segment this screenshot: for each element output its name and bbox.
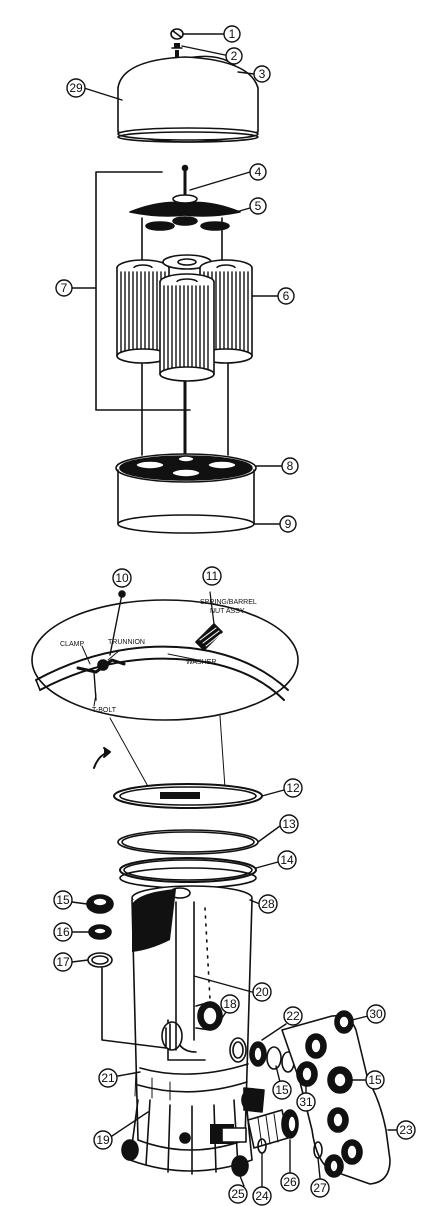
callout-29: 29 <box>66 78 86 98</box>
callout-23: 23 <box>396 1120 416 1140</box>
svg-text:24: 24 <box>255 1189 269 1203</box>
label-washer: WASHER <box>186 659 216 666</box>
callout-4: 4 <box>249 163 267 181</box>
callout-14: 14 <box>277 850 297 870</box>
svg-text:4: 4 <box>255 165 262 179</box>
callout-11: 11 <box>202 566 222 586</box>
svg-text:16: 16 <box>56 925 70 939</box>
callout-24: 24 <box>252 1186 272 1206</box>
callout-31: 31 <box>296 1092 316 1112</box>
svg-text:30: 30 <box>369 1007 383 1021</box>
callout-20: 20 <box>252 982 272 1002</box>
callout-13: 13 <box>279 814 299 834</box>
clamp-detail-inset <box>31 590 299 791</box>
svg-text:26: 26 <box>283 1175 297 1189</box>
filter-tank <box>101 885 265 1175</box>
label-clamp: CLAMP <box>60 641 84 648</box>
svg-text:20: 20 <box>255 985 269 999</box>
svg-text:23: 23 <box>399 1123 413 1137</box>
label-nut-assy: NUT ASSY <box>210 608 245 615</box>
callout-7: 7 <box>55 279 73 297</box>
callout-16: 16 <box>53 922 73 942</box>
svg-text:25: 25 <box>231 1187 245 1201</box>
callouts: 1 2 3 29 4 5 6 7 8 9 10 11 12 <box>53 25 416 1206</box>
clamp-ring <box>113 783 263 889</box>
svg-text:9: 9 <box>285 517 292 531</box>
svg-text:11: 11 <box>206 569 219 583</box>
callout-26: 26 <box>280 1172 300 1192</box>
svg-text:28: 28 <box>261 897 275 911</box>
svg-text:2: 2 <box>231 49 238 63</box>
callout-18: 18 <box>220 994 240 1014</box>
svg-text:22: 22 <box>286 1009 300 1023</box>
callout-6: 6 <box>277 287 295 305</box>
left-fittings <box>86 894 114 968</box>
svg-text:7: 7 <box>61 281 68 295</box>
callout-5: 5 <box>249 197 267 215</box>
callout-19: 19 <box>93 1130 113 1150</box>
svg-text:19: 19 <box>96 1133 110 1147</box>
svg-text:21: 21 <box>101 1071 115 1085</box>
lid-assembly <box>117 28 259 143</box>
svg-text:17: 17 <box>56 955 70 969</box>
callout-1: 1 <box>223 25 241 43</box>
cartridge-assembly <box>95 164 257 534</box>
cartridge-filter <box>162 254 212 270</box>
svg-text:8: 8 <box>287 459 294 473</box>
svg-text:5: 5 <box>255 199 262 213</box>
callout-12: 12 <box>283 778 303 798</box>
svg-text:31: 31 <box>299 1095 313 1109</box>
label-trunnion: TRUNNION <box>108 639 145 646</box>
callout-15: 15 <box>53 890 73 910</box>
svg-text:15: 15 <box>368 1073 382 1087</box>
svg-text:1: 1 <box>229 27 236 41</box>
callout-15-middle: 15 <box>272 1080 292 1100</box>
svg-text:15: 15 <box>56 893 70 907</box>
callout-22: 22 <box>283 1006 303 1026</box>
svg-text:15: 15 <box>275 1083 289 1097</box>
callout-17: 17 <box>53 952 73 972</box>
svg-text:18: 18 <box>223 997 237 1011</box>
callout-15-right: 15 <box>365 1070 385 1090</box>
callout-25: 25 <box>228 1184 248 1204</box>
callout-9: 9 <box>279 515 297 533</box>
callout-30: 30 <box>366 1004 386 1024</box>
callout-21: 21 <box>98 1068 118 1088</box>
svg-text:13: 13 <box>282 817 296 831</box>
callout-3: 3 <box>253 65 271 83</box>
svg-text:29: 29 <box>69 81 83 95</box>
svg-text:3: 3 <box>259 67 266 81</box>
svg-text:14: 14 <box>280 853 294 867</box>
callout-2: 2 <box>225 47 243 65</box>
callout-27: 27 <box>310 1178 330 1198</box>
callout-10: 10 <box>112 568 132 588</box>
svg-text:27: 27 <box>313 1181 327 1195</box>
callout-28: 28 <box>258 894 278 914</box>
svg-text:10: 10 <box>115 571 129 585</box>
cartridge-filter <box>159 273 215 382</box>
svg-text:6: 6 <box>283 289 290 303</box>
right-fittings <box>229 1010 391 1185</box>
svg-text:12: 12 <box>286 781 300 795</box>
label-spring-barrel: SPRING/BARREL <box>200 599 257 606</box>
label-t-bolt: T-BOLT <box>92 707 117 714</box>
callout-8: 8 <box>281 457 299 475</box>
